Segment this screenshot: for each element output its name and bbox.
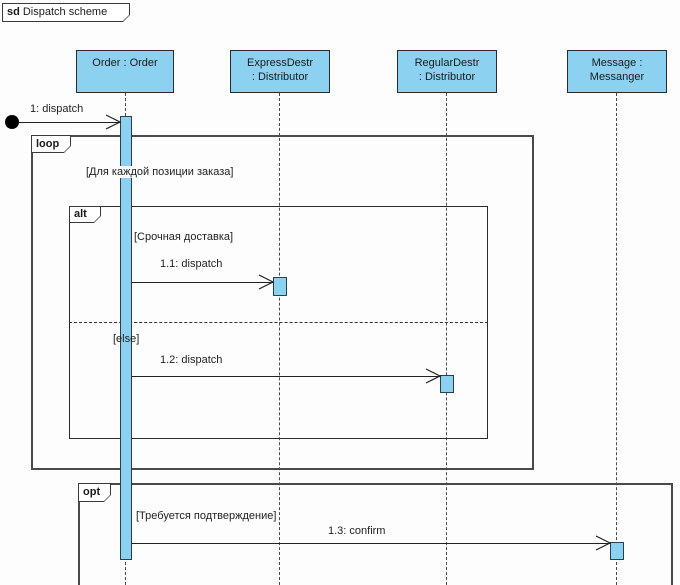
open-arrowhead-icon (258, 274, 275, 290)
fragment-alt-operator: alt (74, 208, 87, 220)
fragment-loop-operator-tab[interactable]: loop (31, 135, 71, 153)
fragment-alt-guard-else[interactable]: [else] (113, 333, 140, 345)
diagram-title-tab-face: sd Dispatch scheme (3, 4, 129, 21)
message-dispatch-express-line[interactable] (132, 282, 273, 283)
diagram-name: Dispatch scheme (22, 6, 108, 18)
lifeline-head-expressdestr-line2: : Distributor (251, 71, 309, 83)
activation-regulardestr[interactable] (440, 375, 454, 393)
lifeline-head-order-label: Order : Order (92, 57, 158, 69)
lifeline-head-expressdestr-line1: ExpressDestr (246, 57, 314, 69)
lifeline-expressdestr[interactable] (279, 93, 280, 585)
message-confirm-label[interactable]: 1.3: confirm (328, 525, 386, 537)
fragment-alt-operator-tab[interactable]: alt (69, 206, 101, 223)
message-dispatch-express-label[interactable]: 1.1: dispatch (160, 258, 223, 270)
lifeline-head-messanger-line2: Messanger (589, 71, 645, 83)
fragment-loop-operator: loop (36, 137, 60, 150)
message-dispatch-line[interactable] (18, 122, 120, 123)
activation-messanger[interactable] (610, 542, 624, 560)
message-confirm-line[interactable] (132, 543, 610, 544)
message-dispatch-regular-line[interactable] (132, 376, 440, 377)
message-dispatch-label[interactable]: 1: dispatch (30, 103, 84, 115)
lifeline-head-order[interactable]: Order : Order (76, 50, 174, 93)
fragment-alt-tab-face: alt (70, 207, 100, 222)
open-arrowhead-icon (105, 114, 122, 130)
lifeline-head-regulardestr-line2: : Distributor (418, 71, 476, 83)
fragment-opt[interactable] (78, 483, 673, 585)
fragment-opt-operator-tab[interactable]: opt (78, 483, 111, 502)
activation-order[interactable] (120, 116, 132, 560)
fragment-loop-tab-face: loop (32, 136, 70, 152)
activation-expressdestr[interactable] (273, 277, 287, 296)
fragment-loop-guard[interactable]: [Для каждой позиции заказа] (84, 166, 236, 178)
diagram-title-tab[interactable]: sd Dispatch scheme (2, 3, 130, 22)
open-arrowhead-icon (425, 368, 442, 384)
fragment-opt-tab-face: opt (79, 484, 110, 501)
diagram-keyword: sd (7, 6, 20, 18)
fragment-opt-operator: opt (83, 486, 101, 498)
fragment-opt-guard[interactable]: [Требуется подтверждение] (136, 510, 277, 522)
lifeline-head-regulardestr[interactable]: RegularDestr : Distributor (397, 50, 497, 93)
lifeline-regulardestr[interactable] (446, 93, 447, 585)
lifeline-head-expressdestr[interactable]: ExpressDestr : Distributor (230, 50, 330, 93)
lifeline-head-messanger[interactable]: Message : Messanger (567, 50, 667, 93)
lifeline-messanger[interactable] (616, 93, 617, 585)
open-arrowhead-icon (595, 535, 612, 551)
message-dispatch-regular-label[interactable]: 1.2: dispatch (160, 354, 223, 366)
fragment-loop[interactable] (31, 135, 534, 470)
fragment-alt-divider[interactable] (69, 322, 488, 323)
fragment-alt-guard-then[interactable]: [Срочная доставка] (134, 231, 234, 243)
initial-node-icon[interactable] (5, 115, 19, 129)
lifeline-head-regulardestr-line1: RegularDestr (414, 57, 480, 69)
lifeline-head-messanger-line1: Message : (591, 57, 643, 69)
